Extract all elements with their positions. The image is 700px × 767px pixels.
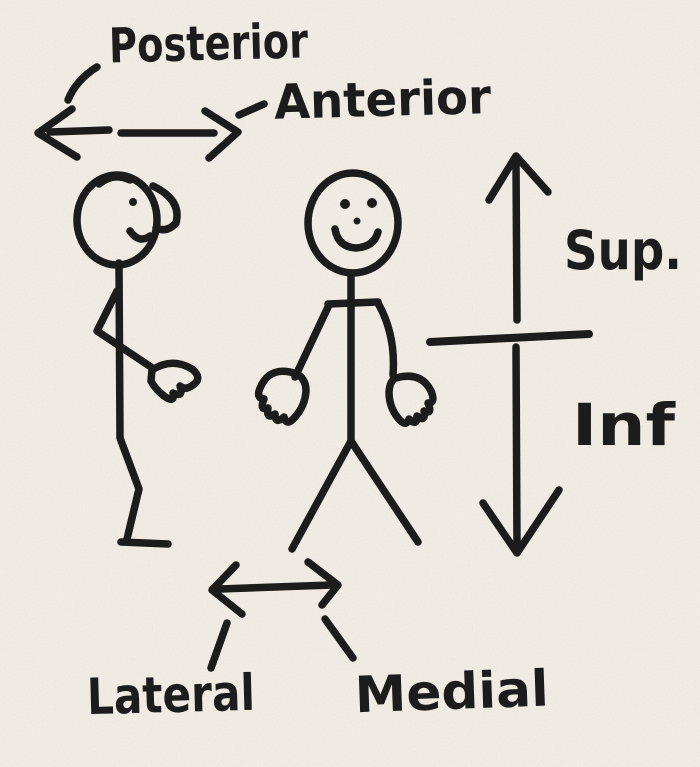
inferior-arrow-shaft [512,343,521,550]
front-figure-right-arm [374,299,398,379]
lateral-medial-arrow-right-head-icon [304,558,342,609]
label-anterior: Anterior [273,69,492,131]
profile-figure-smile [126,227,154,243]
front-figure-left-arm [291,301,333,381]
profile-figure-arm [93,287,155,371]
lateral-medial-arrow-left-head-icon [208,561,246,618]
profile-figure-hand [147,359,202,404]
posterior-anterior-arrow-right-head-icon [201,107,242,162]
front-figure-left-leg [288,437,355,553]
front-figure-smile [331,225,382,252]
profile-figure-foot [117,538,172,548]
superior-arrow-head-icon [485,152,552,204]
profile-figure-nose [149,182,181,234]
ink-strokes [34,63,593,672]
ink-fills [129,198,377,225]
label-medial: Medial [354,660,550,725]
lateral-tick-stroke [207,619,231,672]
profile-figure-eye [129,198,137,206]
lateral-medial-arrow-shaft [216,581,336,593]
label-posterior: Posterior [108,13,309,74]
front-figure-right-hand [385,372,437,427]
profile-figure-hair-stroke [95,173,134,188]
front-figure-left-eye [340,199,350,209]
posterior-anterior-arrow-shaft-a [46,126,113,136]
inferior-arrow-head-icon [479,486,563,557]
front-figure-right-leg [347,437,422,546]
superior-arrow-shaft [512,160,521,324]
label-lateral: Lateral [86,664,255,726]
front-figure-left-hand [254,367,310,426]
medial-tick-stroke [321,615,357,662]
front-figure-shoulders [324,298,382,308]
front-figure-nose [353,217,361,225]
posterior-connector-stroke [64,63,101,104]
label-inferior: Inf [572,391,676,459]
labels: Posterior Anterior Sup. Inf Lateral Medi… [86,13,682,726]
transverse-line [426,330,593,346]
label-superior: Sup. [564,219,682,282]
front-figure-right-eye [367,198,377,208]
anterior-connector-stroke [235,100,268,119]
posterior-anterior-arrow-left-head-icon [34,105,81,161]
